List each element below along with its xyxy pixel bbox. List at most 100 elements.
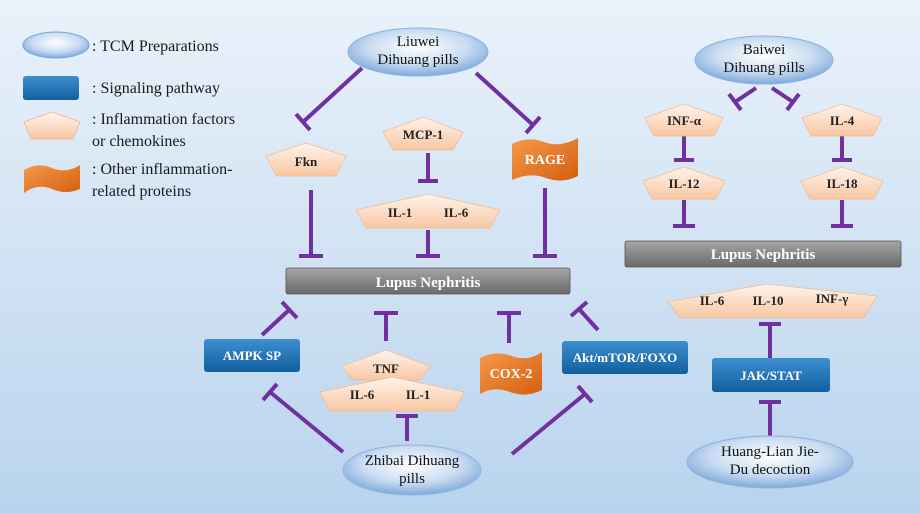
pathway-ampk: AMPK SP: [204, 339, 300, 372]
factor-pentagon: [341, 349, 431, 381]
factor-il18: IL-18: [800, 166, 884, 200]
factor-il1-il6-top: IL-1 IL-6: [355, 193, 501, 229]
protein-flag: [512, 138, 578, 181]
edge-akt-ln: [577, 307, 600, 332]
factor-tnf: TNF: [341, 349, 431, 381]
legend-protein-label-2: related proteins: [92, 183, 191, 200]
pathway-jak: JAK/STAT: [712, 358, 830, 392]
factor-label-infg: INF-γ: [816, 291, 849, 306]
factor-label-il6: IL-6: [700, 293, 725, 308]
factor-label: Fkn: [295, 154, 318, 169]
disease-bar: [624, 240, 902, 268]
factor-label-il6: IL-6: [350, 387, 375, 402]
legend-tcm-swatch: [22, 31, 90, 59]
factor-pentagon: [319, 376, 465, 412]
factor-label-il10: IL-10: [752, 293, 783, 308]
legend-tcm-label: : TCM Preparations: [92, 38, 219, 55]
factor-fkn: Fkn: [265, 142, 347, 177]
factor-label: IL-12: [668, 176, 699, 191]
factor-label: INF-α: [667, 113, 702, 128]
drug-label-line1: Liuwei: [397, 34, 440, 50]
disease-label: Lupus Nephritis: [711, 247, 816, 263]
factor-il4: IL-4: [801, 103, 883, 137]
factor-pentagon: [801, 103, 883, 137]
legend-factor-label-1: : Inflammation factors: [92, 111, 235, 128]
factor-label: MCP-1: [403, 127, 443, 142]
pathway-label: Akt/mTOR/FOXO: [573, 350, 678, 365]
edge-zhibai-ampk: [268, 390, 345, 454]
edge-zhibai-akt: [510, 392, 587, 456]
drug-label-line2: Du decoction: [730, 462, 811, 478]
drug-label-line2: pills: [399, 471, 425, 487]
edge-akt-ln-bar: [569, 300, 589, 318]
factor-il12: IL-12: [642, 166, 726, 200]
factor-pentagon: [667, 283, 878, 319]
drug-label-line1: Zhibai Dihuang: [365, 453, 460, 469]
disease-label: Lupus Nephritis: [376, 275, 481, 291]
pathway-rect: [562, 341, 688, 374]
pathway-akt: Akt/mTOR/FOXO: [562, 341, 688, 374]
factor-label-il6: IL-6: [444, 205, 469, 220]
legend-pathway-swatch: [23, 76, 79, 100]
edge-baiwei-infa: [733, 86, 758, 104]
disease-left: Lupus Nephritis: [285, 267, 571, 295]
edge-baiwei-il4: [770, 86, 795, 104]
drug-label-line1: Baiwei: [743, 42, 786, 58]
tcm-ellipse: [686, 435, 854, 489]
protein-label: COX-2: [490, 367, 533, 382]
legend-factor-label-2: or chemokines: [92, 133, 186, 150]
edge-zhibai-ampk-bar: [261, 382, 279, 402]
factor-mcp1: MCP-1: [382, 116, 464, 151]
factor-il6-il1-bottom: IL-6 IL-1: [319, 376, 465, 412]
factor-label-il1: IL-1: [388, 205, 413, 220]
drug-label-line2: Dihuang pills: [377, 52, 458, 68]
drug-huanglian: Huang-Lian Jie- Du decoction: [686, 435, 854, 489]
edge-zhibai-akt-bar: [576, 384, 594, 404]
factor-inf-alpha: INF-α: [644, 103, 724, 137]
factor-label: IL-18: [826, 176, 858, 191]
factor-label-il1: IL-1: [406, 387, 431, 402]
edge-ampk-ln: [260, 308, 291, 337]
pathway-rect: [204, 339, 300, 372]
edge-baiwei-infa-bar: [727, 92, 743, 112]
edge-liuwei-fkn-bar: [294, 112, 312, 132]
legend-pathway-label: : Signaling pathway: [92, 80, 220, 97]
drug-zhibai: Zhibai Dihuang pills: [342, 444, 482, 496]
factor-pentagon: [382, 116, 464, 151]
pathway-label: JAK/STAT: [740, 368, 802, 383]
tcm-ellipse: [342, 444, 482, 496]
edge-liuwei-rage-bar: [524, 115, 542, 135]
tcm-ellipse: [694, 35, 834, 85]
drug-label-line1: Huang-Lian Jie-: [721, 444, 819, 460]
inhibition-edges: [260, 66, 853, 456]
drug-baiwei: Baiwei Dihuang pills: [694, 35, 834, 85]
drug-liuwei: Liuwei Dihuang pills: [347, 27, 489, 77]
disease-right: Lupus Nephritis: [624, 240, 902, 268]
protein-label: RAGE: [525, 153, 565, 168]
disease-bar: [285, 267, 571, 295]
edge-ampk-ln-bar: [280, 300, 299, 320]
edge-liuwei-rage: [474, 71, 535, 127]
factor-pentagon: [800, 166, 884, 200]
factor-pentagon: [644, 103, 724, 137]
tcm-ellipse: [347, 27, 489, 77]
edge-liuwei-fkn: [301, 66, 364, 124]
drug-label-line2: Dihuang pills: [723, 60, 804, 76]
legend-protein-swatch: [24, 165, 80, 193]
factor-il6-il10-infg: IL-6 IL-10 INF-γ: [667, 283, 878, 319]
factor-label: TNF: [373, 361, 399, 376]
pathway-label: AMPK SP: [223, 348, 281, 363]
protein-flag: [480, 352, 542, 395]
factor-label: IL-4: [830, 113, 855, 128]
factor-pentagon: [265, 142, 347, 177]
edge-baiwei-il4-bar: [785, 92, 801, 112]
factor-pentagon: [642, 166, 726, 200]
legend-factor-swatch: [23, 111, 81, 140]
legend-protein-label-1: : Other inflammation-: [92, 161, 232, 178]
legend: : TCM Preparations : Signaling pathway :…: [22, 31, 235, 200]
pathway-rect: [712, 358, 830, 392]
factor-pentagon: [355, 193, 501, 229]
protein-cox2: COX-2: [480, 352, 542, 395]
